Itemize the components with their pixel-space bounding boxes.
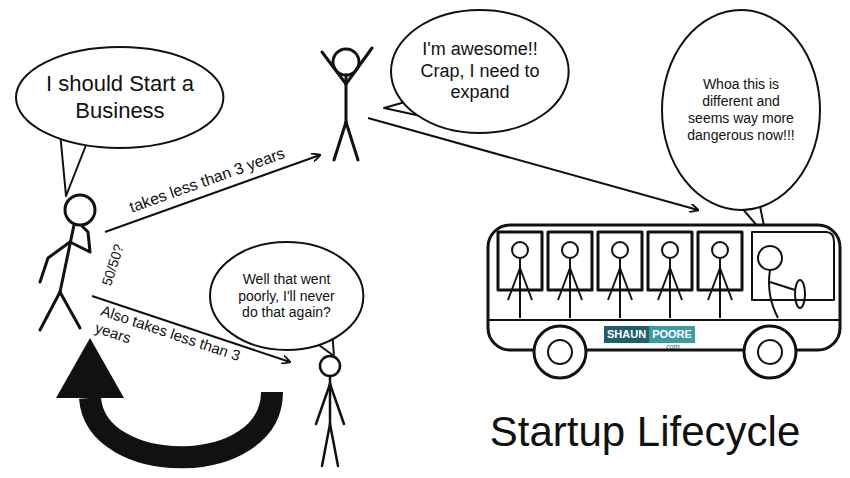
- bubble-content: I'm awesome!! Crap, I need to expand: [389, 8, 571, 135]
- left-figure: [40, 242, 70, 282]
- loop-arrow: [90, 392, 272, 457]
- passenger: [508, 268, 520, 300]
- bubble-outline: [662, 10, 820, 210]
- bus: [758, 340, 782, 364]
- bus-window: [648, 232, 692, 290]
- bubble-content: I should Start a Business: [14, 45, 225, 150]
- speech-bubble: I'm awesome!! Crap, I need to expand: [389, 8, 571, 135]
- passenger: [570, 268, 582, 300]
- speech-bubble: Well that went poorly, I'll never do tha…: [208, 240, 365, 352]
- passenger: [520, 268, 532, 300]
- bus: [488, 319, 840, 321]
- bus: [795, 280, 805, 308]
- bus: [752, 232, 834, 300]
- bus-window: [598, 232, 642, 290]
- sad-figure: [316, 356, 344, 466]
- sad-figure: [330, 424, 338, 466]
- happy-figure: [322, 52, 346, 84]
- bus: [758, 246, 782, 270]
- arrow-label: takes less than 3 years: [127, 143, 288, 216]
- passenger: [658, 268, 670, 300]
- passenger: [512, 242, 528, 258]
- bus: [769, 270, 778, 318]
- bubble-text: Well that went poorly, I'll never do tha…: [230, 271, 342, 321]
- bus: [534, 326, 586, 378]
- left-figure: [40, 195, 95, 330]
- speech-bubble: Whoa this is different and seems way mor…: [660, 8, 822, 212]
- loop-arrow: [56, 338, 124, 398]
- sad-figure: [330, 384, 344, 424]
- logo-text: POORE: [649, 326, 695, 343]
- bubble-text: I'm awesome!! Crap, I need to expand: [415, 39, 545, 104]
- path-arrows: [368, 118, 698, 210]
- passenger: [720, 268, 732, 300]
- passenger: [662, 242, 678, 258]
- bus: [770, 282, 795, 290]
- bubble-text: I should Start a Business: [44, 71, 196, 124]
- happy-figure: [322, 48, 372, 160]
- passenger: [708, 268, 720, 300]
- passenger: [712, 242, 728, 258]
- bubble-text: Whoa this is different and seems way mor…: [686, 76, 796, 143]
- bubble-content: Whoa this is different and seems way mor…: [660, 8, 822, 212]
- passenger: [562, 242, 578, 258]
- happy-figure: [334, 122, 346, 160]
- bus: [488, 225, 840, 378]
- bus: [548, 340, 572, 364]
- passenger: [612, 242, 628, 258]
- bubble-outline: [210, 242, 363, 350]
- bubble-outline: [391, 10, 569, 133]
- odds-label: 50/50?: [98, 242, 127, 288]
- happy-figure: [346, 122, 358, 160]
- bus-window: [548, 232, 592, 290]
- left-figure: [65, 195, 95, 225]
- bus: [498, 232, 742, 318]
- speech-bubble: I should Start a Business: [14, 45, 225, 150]
- happy-figure: [346, 48, 372, 84]
- bubble-outline: [16, 47, 223, 148]
- sad-figure: [316, 384, 330, 424]
- diagram-title: Startup Lifecycle: [490, 408, 801, 456]
- passenger: [558, 268, 570, 300]
- passenger: [608, 268, 620, 300]
- bubble-content: Well that went poorly, I'll never do tha…: [208, 240, 365, 352]
- bus-window: [498, 232, 542, 290]
- sad-figure: [322, 424, 330, 466]
- bus: [744, 326, 796, 378]
- left-figure: [60, 292, 80, 328]
- left-figure: [60, 225, 74, 292]
- logo-text: SHAUN: [604, 326, 649, 343]
- passenger: [620, 268, 632, 300]
- left-figure: [40, 292, 60, 330]
- left-figure: [70, 226, 90, 252]
- sad-figure: [320, 356, 340, 376]
- logo-text: .com: [664, 343, 679, 351]
- bus-window: [698, 232, 742, 290]
- passenger: [670, 268, 682, 300]
